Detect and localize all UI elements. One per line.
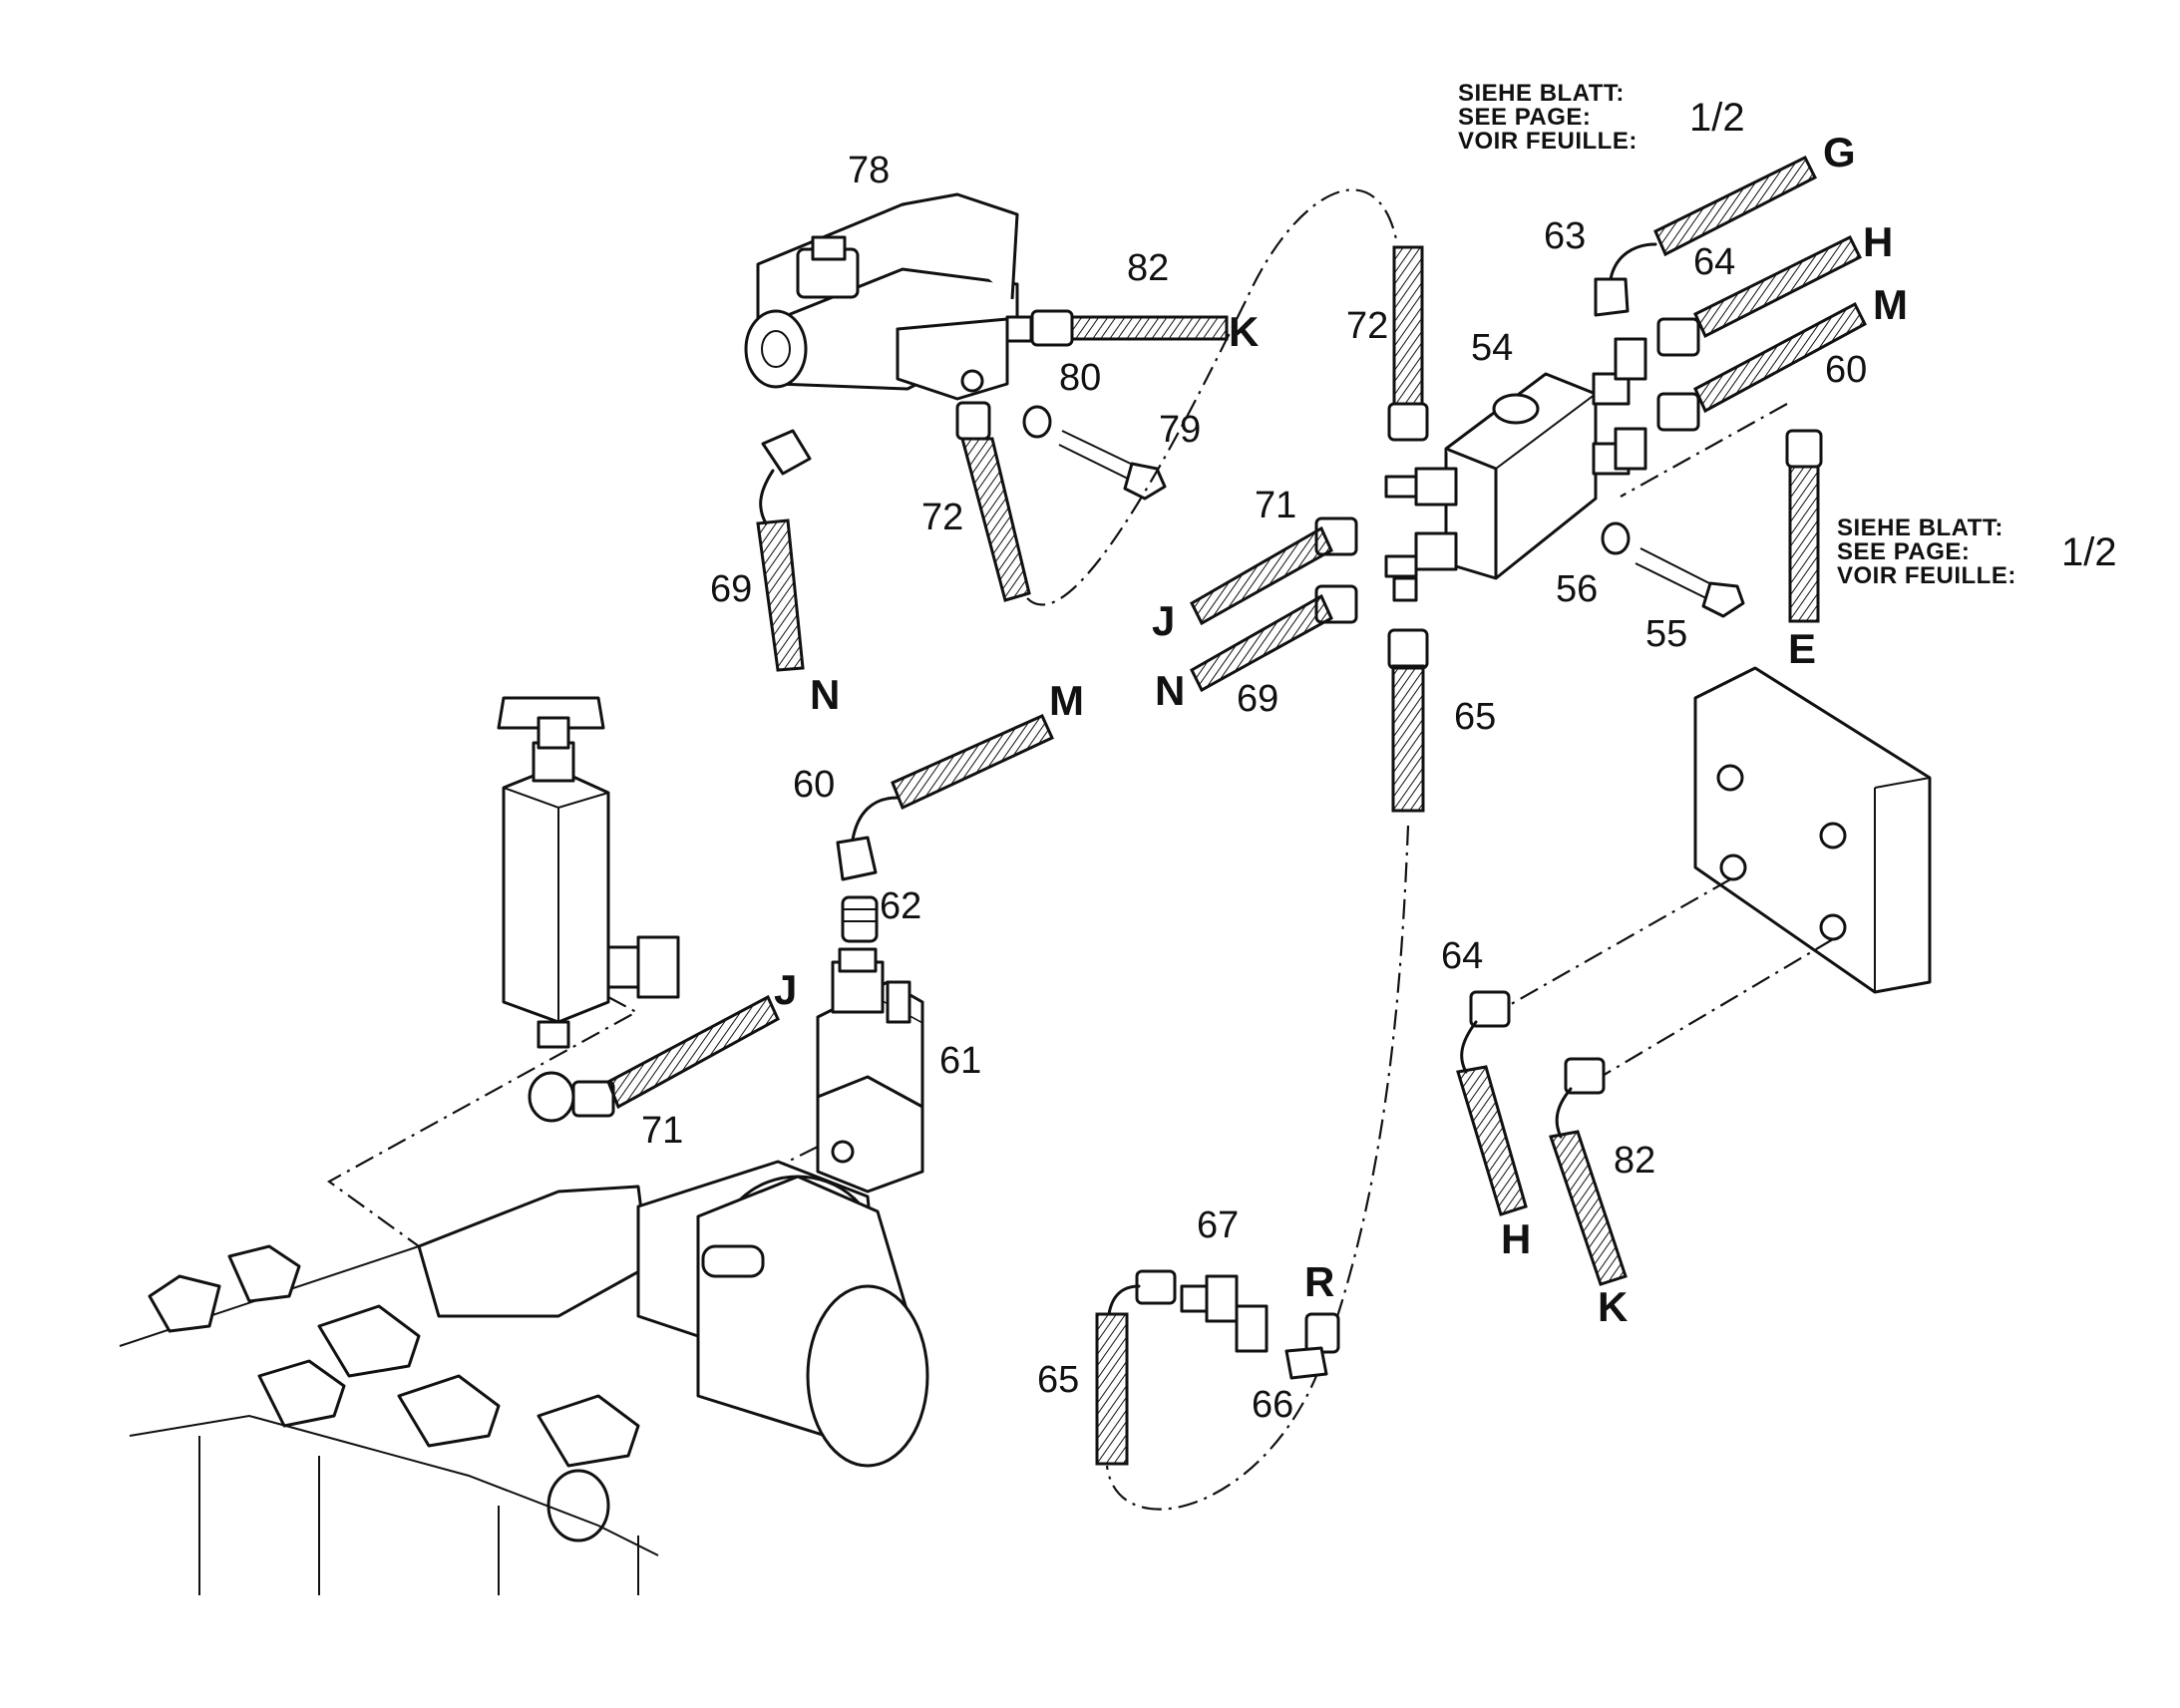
ref-line-fr: VOIR FEUILLE: [1837,562,2016,589]
part-label-62: 62 [880,885,922,927]
hose-71-lower [528,994,780,1123]
hose-65-vertical [1387,628,1429,813]
part-label-61: 61 [939,1040,982,1082]
part-label-64: 64 [1441,935,1484,977]
part-label-69: 69 [710,568,753,610]
hose-82-upper [1030,309,1229,347]
part-label-66: 66 [1252,1384,1294,1426]
part-label-64: 64 [1693,241,1736,283]
ref-page-number: 1/2 [1689,96,1745,140]
routing-line-65 [1105,825,1410,1511]
connection-label-G: G [1823,129,1856,175]
hose-65-lower [1095,1269,1177,1466]
see-page-reference-top: SIEHE BLATT: SEE PAGE: VOIR FEUILLE: 1/2 [1458,82,1767,162]
connection-label-J: J [774,966,798,1013]
hose-72-upper [1387,245,1429,442]
connection-label-N: N [810,671,841,718]
part-label-65: 65 [1454,696,1497,738]
part-label-71: 71 [1255,485,1297,526]
bolt-79 [1022,405,1167,501]
hose-60-upper [1656,301,1867,432]
part-label-55: 55 [1645,613,1688,655]
connection-label-H: H [1863,218,1894,265]
hose-64-lower [1456,990,1528,1216]
connection-label-K: K [1229,308,1260,355]
part-label-82: 82 [1614,1140,1656,1182]
connection-label-M: M [1873,281,1908,328]
connection-label-M: M [1049,677,1084,724]
pressure-valve-left [326,696,680,1247]
part-label-65: 65 [1037,1359,1080,1401]
ref-line-de: SIEHE BLATT: [1458,80,1625,107]
connection-label-K: K [1598,1283,1629,1330]
ref-line-fr: VOIR FEUILLE: [1458,128,1637,155]
ref-line-en: SEE PAGE: [1837,538,1971,565]
part-label-54: 54 [1471,327,1514,369]
ref-line-en: SEE PAGE: [1458,104,1592,131]
mounting-plate [1505,666,1932,1078]
see-page-reference-right: SIEHE BLATT: SEE PAGE: VOIR FEUILLE: 1/2 [1837,516,2146,596]
ref-line-de: SIEHE BLATT: [1837,514,2003,541]
hose-69-left [756,429,812,672]
hose-69-middle [1190,584,1358,693]
part-label-63: 63 [1544,215,1587,257]
hose-72-left [955,401,1031,602]
pump-engine-block [119,1160,929,1595]
part-label-60: 60 [793,764,836,806]
connection-label-N: N [1155,667,1186,714]
hose-82-lower [1549,1057,1628,1286]
hose-63 [1594,155,1818,317]
solenoid-valve-78 [744,192,1033,401]
part-label-72: 72 [1346,305,1389,347]
connection-label-E: E [1788,625,1817,672]
routing-line-72 [1026,188,1398,606]
bolt-55 [1601,521,1745,618]
part-label-69: 69 [1237,678,1279,720]
hose-64-upper [1656,234,1863,357]
tee-fitting-67 [1180,1274,1269,1353]
part-label-60: 60 [1825,349,1868,391]
hose-60-vertical [1620,403,1823,623]
hose-71-upper [1190,516,1358,626]
part-label-72: 72 [921,497,964,538]
part-label-80: 80 [1059,357,1102,399]
valve-block-54 [1384,337,1647,602]
connection-label-H: H [1501,1215,1532,1262]
part-label-67: 67 [1197,1204,1240,1246]
part-label-79: 79 [1159,409,1202,451]
part-label-82: 82 [1127,247,1170,289]
connection-label-R: R [1304,1258,1335,1305]
elbow-fitting-66 [1284,1312,1340,1380]
ref-page-number: 1/2 [2061,530,2117,574]
part-label-78: 78 [848,150,891,191]
part-label-56: 56 [1556,568,1599,610]
hose-60-lower [836,714,1054,881]
part-label-71: 71 [641,1110,684,1152]
connection-label-J: J [1152,597,1176,644]
